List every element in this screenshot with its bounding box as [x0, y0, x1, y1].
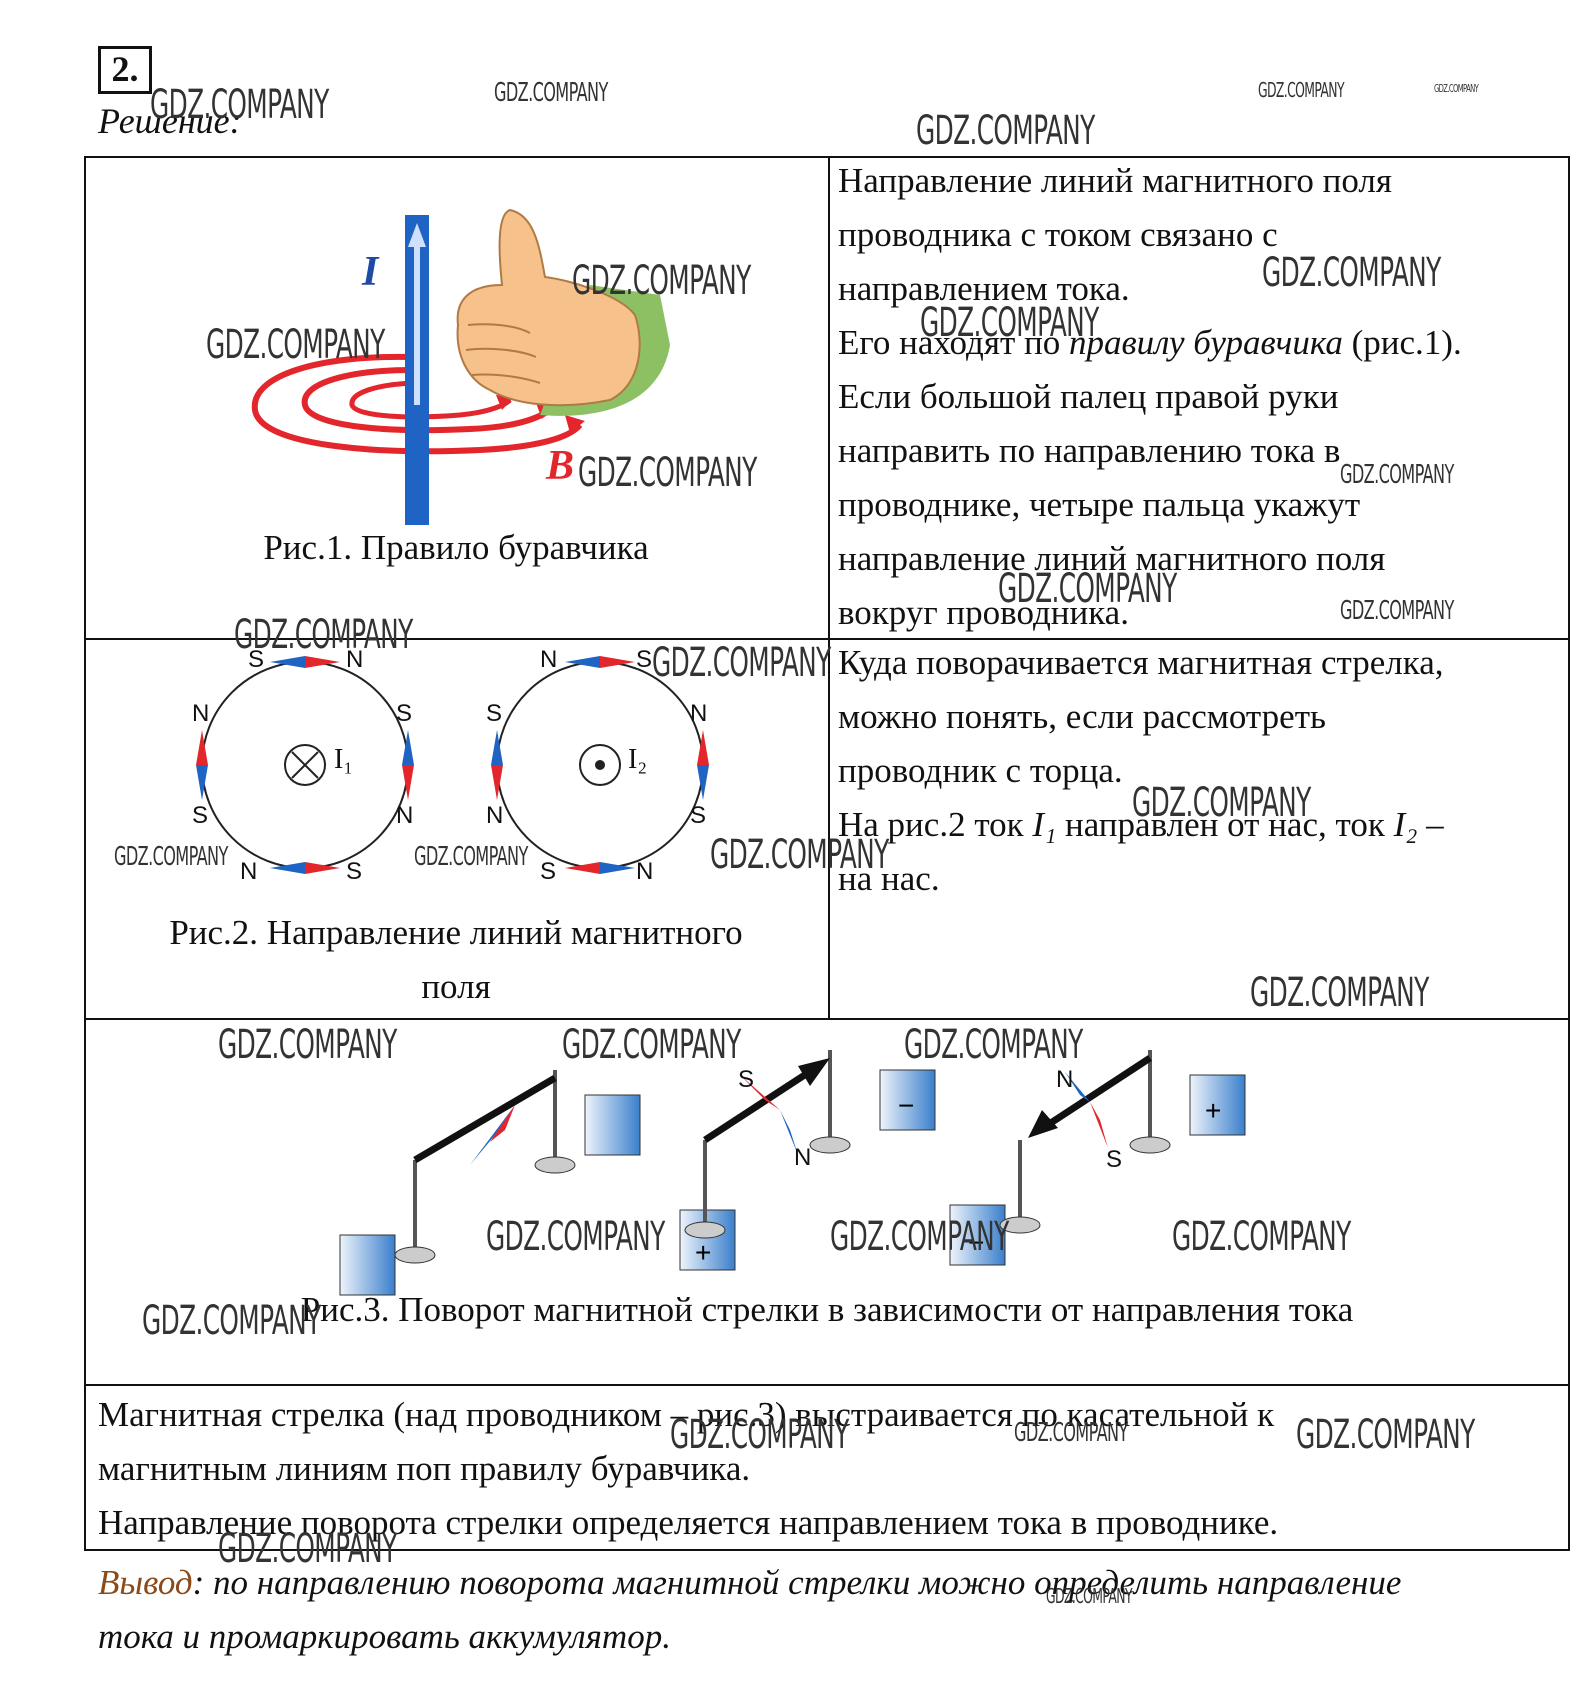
setup-1 [339, 1070, 641, 1296]
field-label: B [546, 443, 575, 489]
svg-text:−: − [898, 1090, 914, 1121]
figure-1-caption: Рис.1. Правило буравчика [263, 528, 649, 567]
conclusion: Вывод: по направлению поворота магнитной… [98, 1563, 1402, 1656]
figure-2-field-lines [196, 656, 709, 874]
solution-table [84, 156, 1570, 1551]
task-number: 2. [98, 46, 152, 94]
row4-text: Магнитная стрелка (над проводником – рис… [98, 1395, 1279, 1542]
solution-label: Решение: [98, 101, 242, 141]
current-label: I [362, 249, 379, 295]
row2-text: Куда поворачивается магнитная стрелка, м… [838, 643, 1444, 898]
svg-text:+: + [695, 1237, 711, 1268]
setup-3: − + [949, 1050, 1246, 1266]
row-divider-3 [84, 1384, 1570, 1386]
row-divider-1 [84, 638, 1570, 640]
setup-2: + − [679, 1050, 936, 1271]
svg-text:−: − [968, 1227, 984, 1258]
row-divider-2 [84, 1018, 1570, 1020]
figure-1-gimlet-rule [251, 208, 670, 525]
svg-text:+: + [1205, 1095, 1221, 1126]
conclusion-label: Вывод [98, 1563, 193, 1602]
column-divider [828, 156, 830, 1020]
figure-2-caption: Рис.2. Направление линий магнитного поля [169, 913, 743, 1006]
row1-text: Направление линий магнитного поля провод… [838, 161, 1462, 632]
figure-3-needle-rotation: + − − + [339, 1050, 1246, 1296]
figure-3-caption: Рис.3. Поворот магнитной стрелки в завис… [300, 1290, 1354, 1329]
